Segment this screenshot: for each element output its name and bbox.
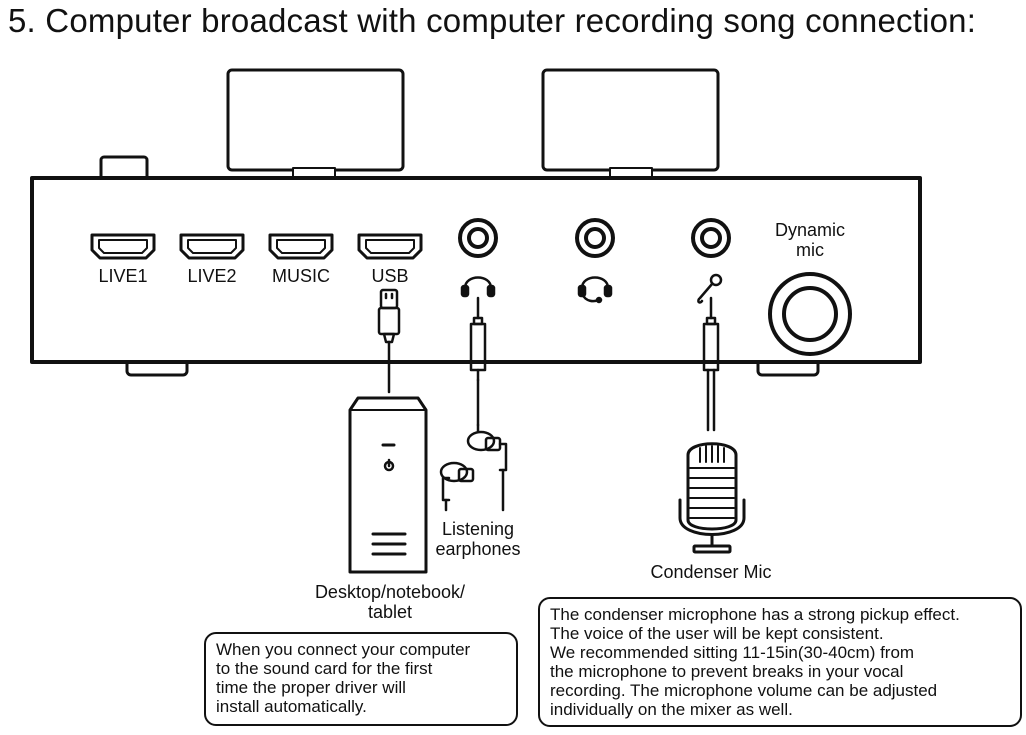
jack-headphones[interactable] [458,218,498,258]
usb-cable [377,288,401,394]
driver-note-line: time the proper driver will [216,678,406,697]
earphones-label-line1: Listening [441,519,515,539]
port-label-live2: LIVE2 [187,266,237,286]
condenser-mic-note: The condenser microphone has a strong pi… [538,597,1022,727]
mic-note-line: recording. The microphone volume can be … [550,681,938,700]
top-knob [99,155,149,181]
computer-label-line2: tablet [367,602,413,622]
dynamic-mic-label-line2: mic [796,240,824,260]
port-label-usb: USB [371,266,409,286]
computer-tower-icon [348,396,428,574]
jack-microphone[interactable] [691,218,731,258]
sound-card-body [30,176,922,364]
headphones-icon [460,276,496,298]
port-live1[interactable] [90,233,156,260]
driver-note-line: install automatically. [216,697,367,716]
port-music[interactable] [268,233,334,260]
earphones-label: Listening earphones [428,519,528,559]
driver-note: When you connect your computer to the so… [204,632,518,726]
display-panel-left [226,68,405,172]
port-label-music: MUSIC [272,266,330,286]
earphones-label-line2: earphones [435,539,521,559]
dynamic-mic-label-line1: Dynamic [774,220,845,240]
display-panel-right [541,68,720,172]
mic-note-line: individually on the mixer as well. [550,700,793,719]
headphone-plug [469,296,487,427]
driver-note-line: to the sound card for the first [216,659,433,678]
mic-note-line: The condenser microphone has a strong pi… [550,605,960,624]
earphones-icon [439,423,508,512]
jack-headset[interactable] [575,218,615,258]
computer-label-line1: Desktop/notebook/ [314,582,466,602]
mic-note-line: the microphone to prevent breaks in your… [550,662,904,681]
microphone-icon [697,273,723,304]
port-usb[interactable] [357,233,423,260]
condenser-mic-icon [678,442,746,554]
condenser-mic-label: Condenser Mic [650,562,772,582]
driver-note-line: When you connect your computer [216,640,471,659]
page-title: 5. Computer broadcast with computer reco… [8,2,977,39]
mic-note-line: The voice of the user will be kept consi… [550,624,884,643]
port-live2[interactable] [179,233,245,260]
dynamic-mic-input[interactable] [768,272,852,356]
port-label-live1: LIVE1 [98,266,148,286]
computer-label: Desktop/notebook/ tablet [300,582,480,622]
dynamic-mic-label: Dynamic mic [760,220,860,260]
headset-icon [577,276,613,304]
mic-plug [702,296,720,432]
mic-note-line: We recommended sitting 11-15in(30-40cm) … [550,643,915,662]
